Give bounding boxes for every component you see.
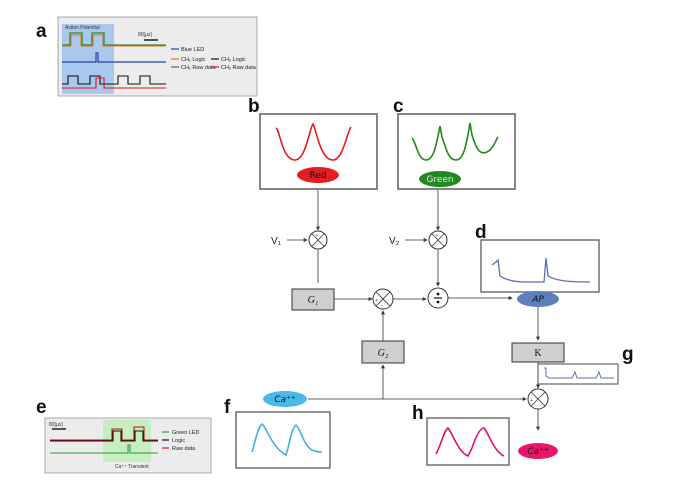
panel-label-d: d xyxy=(475,222,487,243)
panel-label-b: b xyxy=(248,96,260,117)
svg-text:+: + xyxy=(530,398,533,404)
ch2-logic-trace xyxy=(62,75,166,85)
svg-text:+: + xyxy=(316,233,319,239)
g2-label: G₂ xyxy=(378,348,389,359)
panel-e: 80[µs] Ca⁺⁺ Transient Green LED Logic Ra… xyxy=(44,417,212,474)
panel-label-h: h xyxy=(412,403,424,424)
magenta-trace xyxy=(435,427,505,458)
panel-label-e: e xyxy=(36,397,47,418)
legend-ch1-logic: CH₁ Logic xyxy=(181,57,206,63)
e-raw-trace xyxy=(50,426,158,441)
legend-logic: Logic xyxy=(172,438,185,444)
legend-raw-data: Raw data xyxy=(172,446,196,452)
ca-input-oval: Ca⁺⁺ xyxy=(263,391,307,407)
red-oval-label: Red xyxy=(309,171,326,181)
panel-label-g: g xyxy=(622,344,634,365)
panel-label-c: c xyxy=(393,96,404,117)
legend-ch2-raw: CH₂ Raw data xyxy=(221,65,257,71)
ca-out-label: Ca⁺⁺ xyxy=(527,447,549,457)
panel-c: Green xyxy=(397,113,516,190)
panel-d: AP xyxy=(480,239,600,307)
ch2-raw-trace xyxy=(62,77,166,89)
ap-trace xyxy=(491,257,591,283)
blue-led-trace xyxy=(62,52,166,63)
ch1-raw-trace xyxy=(62,32,166,46)
legend-green-led: Green LED xyxy=(172,430,200,436)
red-trace xyxy=(275,122,352,161)
green-oval-label: Green xyxy=(426,175,453,185)
v1-label: V₁ xyxy=(271,236,282,247)
g1-box xyxy=(291,288,335,311)
e-green-led-trace xyxy=(50,444,158,454)
panel-e-scale: 80[µs] xyxy=(49,422,63,428)
green-trace xyxy=(411,122,499,161)
panel-a-title: Action Potential xyxy=(65,25,100,31)
g-trace xyxy=(544,367,614,379)
panel-g xyxy=(537,363,619,385)
legend-ch2-logic: CH₂ Logic xyxy=(221,57,246,63)
panel-b: Red xyxy=(259,113,378,190)
panel-label-f: f xyxy=(224,397,231,418)
panel-a-scale: 80[µs] xyxy=(138,32,152,38)
v2-label: V₂ xyxy=(389,236,400,247)
svg-text:+: + xyxy=(436,233,439,239)
ch1-logic-trace xyxy=(62,34,166,47)
panel-e-caption: Ca⁺⁺ Transient xyxy=(115,464,149,470)
e-logic-trace xyxy=(50,430,158,442)
legend-ch1-raw: CH₁ Raw data xyxy=(181,65,217,71)
panel-f xyxy=(235,411,331,469)
legend-blue-led: Blue LED xyxy=(181,47,204,53)
k-label: K xyxy=(534,348,542,359)
panel-label-a: a xyxy=(36,21,47,42)
g1-label: G₁ xyxy=(308,295,319,306)
signal-flow: V₁ + V₂ + G₁ + - G₂ xyxy=(271,190,565,431)
svg-text:-: - xyxy=(381,303,383,309)
svg-text:+: + xyxy=(375,298,378,304)
panel-a: Action Potential 80[µs] Blue LED CH₁ Log… xyxy=(57,16,258,97)
ap-oval-label: AP xyxy=(531,295,544,305)
cyan-trace xyxy=(251,423,323,457)
ca-in-label: Ca⁺⁺ xyxy=(274,395,296,405)
panel-h: Ca⁺⁺ xyxy=(426,417,558,466)
